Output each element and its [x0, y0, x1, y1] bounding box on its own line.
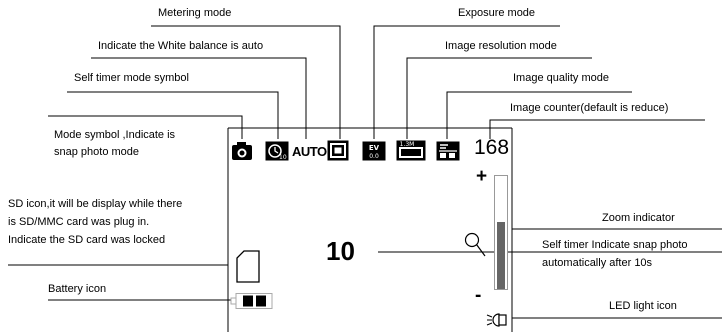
- leader-white-balance: [91, 57, 307, 139]
- leader-mode-symbol: [48, 115, 243, 139]
- label-sd-icon: SD icon,it will be display while there i…: [8, 196, 182, 249]
- svg-text:10: 10: [279, 154, 287, 161]
- leader-metering: [151, 25, 341, 139]
- magnifier-icon: [464, 232, 486, 257]
- metering-icon: [327, 140, 349, 161]
- image-resolution-icon: 1.3M: [396, 140, 426, 161]
- label-sd-line1: SD icon,it will be display while there: [8, 198, 183, 210]
- label-white-balance: Indicate the White balance is auto: [98, 40, 264, 52]
- led-light-icon: [486, 313, 507, 327]
- self-timer-icon: 10: [265, 141, 289, 161]
- exposure-icon: EV 0.0: [362, 141, 386, 161]
- label-image-counter: Image counter(default is reduce): [510, 102, 669, 114]
- zoom-level-fill: [497, 222, 505, 289]
- exposure-icon-value: 0.0: [369, 153, 379, 160]
- zoom-minus-sign: -: [475, 285, 482, 306]
- white-balance-auto-icon: AUTO: [292, 144, 327, 159]
- image-quality-icon: [436, 141, 460, 161]
- self-timer-countdown: 10: [326, 236, 355, 266]
- label-self-timer: Self timer Indicate snap photo automatic…: [542, 236, 688, 272]
- label-mode-line1: Mode symbol ,Indicate is: [54, 129, 176, 141]
- label-battery-icon: Battery icon: [48, 283, 107, 295]
- zoom-indicator-bar: [494, 175, 508, 290]
- leader-self-timer-symbol: [67, 91, 279, 139]
- leader-counter: [489, 119, 705, 139]
- label-metering-mode: Metering mode: [158, 7, 232, 19]
- label-sd-line3: Indicate the SD card was locked: [8, 233, 166, 246]
- label-sd-line2: is SD/MMC card was plug in.: [8, 215, 150, 228]
- label-exposure-mode: Exposure mode: [458, 7, 536, 19]
- exposure-icon-label: EV: [369, 144, 380, 152]
- camera-icon: [232, 142, 252, 160]
- resolution-icon-label: 1.3M: [400, 141, 415, 148]
- image-counter: 168: [474, 136, 510, 159]
- label-resolution-mode: Image resolution mode: [445, 40, 557, 52]
- label-self-timer-line2: automatically after 10s: [542, 257, 653, 270]
- leader-exposure: [373, 25, 560, 139]
- zoom-plus-sign: +: [476, 166, 488, 187]
- label-self-timer-symbol: Self timer mode symbol: [74, 72, 189, 84]
- label-led-light: LED light icon: [609, 300, 677, 312]
- label-mode-symbol: Mode symbol ,Indicate is snap photo mode: [54, 127, 175, 161]
- sd-card-icon: [236, 250, 260, 283]
- leader-quality: [446, 91, 632, 139]
- label-zoom-indicator: Zoom indicator: [602, 212, 675, 224]
- label-quality-mode: Image quality mode: [513, 72, 609, 84]
- leader-resolution: [406, 57, 592, 139]
- battery-icon: [230, 293, 273, 309]
- label-self-timer-line1: Self timer Indicate snap photo: [542, 239, 688, 251]
- label-mode-line2: snap photo mode: [54, 146, 140, 159]
